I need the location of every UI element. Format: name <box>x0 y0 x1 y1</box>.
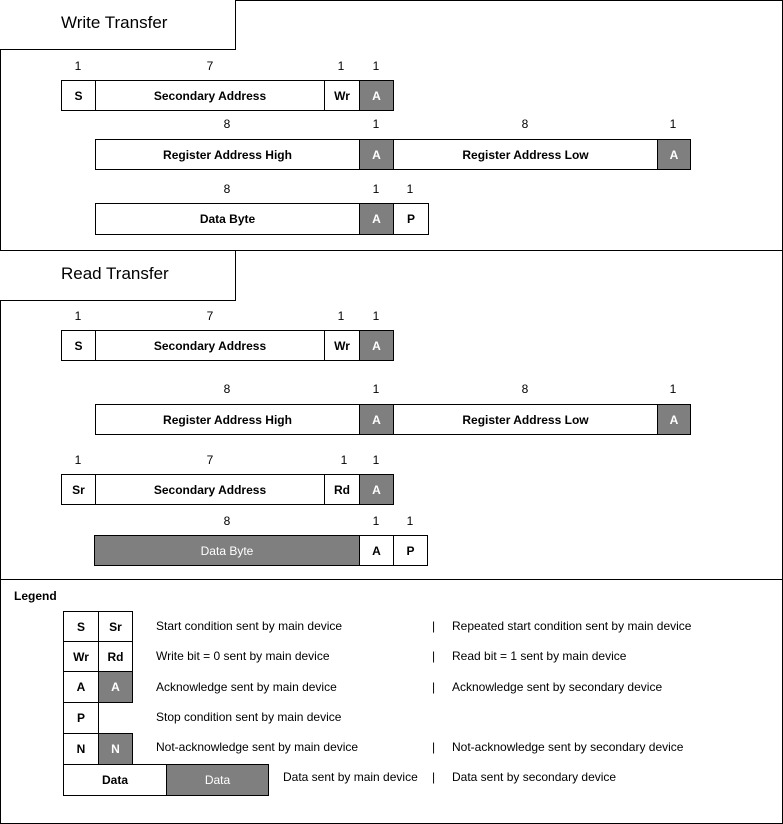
legend-read-box: Rd <box>98 641 133 672</box>
bit-count-data: 8 <box>223 182 231 196</box>
bit-count-ack: 1 <box>669 117 677 131</box>
bit-count-reg-high: 8 <box>223 117 231 131</box>
legend-data-secondary-text: Data sent by secondary device <box>452 770 617 784</box>
field-stop: P <box>393 535 428 566</box>
bit-count-wr: 1 <box>337 309 345 323</box>
legend-repeated-start-text: Repeated start condition sent by main de… <box>452 619 692 633</box>
legend-nack-main-box: N <box>63 733 99 765</box>
bit-count-address: 7 <box>206 59 214 73</box>
field-ack-secondary: A <box>359 330 394 361</box>
bit-count-address: 7 <box>206 453 214 467</box>
field-register-address-low: Register Address Low <box>393 404 658 435</box>
bit-count-rd: 1 <box>340 453 348 467</box>
field-data-byte: Data Byte <box>95 203 360 235</box>
legend-ack-main-text: Acknowledge sent by main device <box>156 680 337 694</box>
bit-count-ack: 1 <box>372 453 380 467</box>
bit-count-sr: 1 <box>74 453 82 467</box>
field-ack-main: A <box>359 535 394 566</box>
bit-count-stop: 1 <box>406 182 414 196</box>
legend-nack-secondary-text: Not-acknowledge sent by secondary device <box>452 740 684 754</box>
field-ack-secondary: A <box>359 404 394 435</box>
bit-count-ack: 1 <box>372 182 380 196</box>
field-data-byte-secondary: Data Byte <box>94 535 360 566</box>
bit-count-reg-high: 8 <box>223 382 231 396</box>
bit-count-s: 1 <box>74 59 82 73</box>
bit-count-ack: 1 <box>669 382 677 396</box>
field-register-address-high: Register Address High <box>95 139 360 170</box>
legend-separator: | <box>432 770 436 784</box>
legend-ack-main-box: A <box>63 671 99 703</box>
field-secondary-address: Secondary Address <box>95 330 325 361</box>
field-register-address-low: Register Address Low <box>393 139 658 170</box>
field-ack-secondary: A <box>657 404 691 435</box>
bit-count-reg-low: 8 <box>521 117 529 131</box>
legend-start-text: Start condition sent by main device <box>156 619 343 633</box>
field-secondary-address: Secondary Address <box>95 474 325 505</box>
legend-ack-secondary-text: Acknowledge sent by secondary device <box>452 680 663 694</box>
field-read-bit: Rd <box>324 474 360 505</box>
bit-count-ack: 1 <box>372 117 380 131</box>
legend-nack-secondary-box: N <box>98 733 133 765</box>
bit-count-ack: 1 <box>372 514 380 528</box>
legend-data-main-box: Data <box>63 764 167 796</box>
field-write-bit: Wr <box>324 80 360 111</box>
bit-count-stop: 1 <box>406 514 414 528</box>
field-register-address-high: Register Address High <box>95 404 360 435</box>
legend-title: Legend <box>14 589 57 603</box>
write-transfer-title: Write Transfer <box>61 13 168 32</box>
legend-read-text: Read bit = 1 sent by main device <box>452 649 627 663</box>
legend-ack-secondary-box: A <box>98 671 133 703</box>
field-ack-secondary: A <box>359 474 394 505</box>
legend-stop-box: P <box>63 702 99 734</box>
legend-data-main-text: Data sent by main device <box>283 770 418 784</box>
bit-count-data: 8 <box>223 514 231 528</box>
legend-data-secondary-box: Data <box>166 764 269 796</box>
bit-count-reg-low: 8 <box>521 382 529 396</box>
legend-stop-text: Stop condition sent by main device <box>156 710 342 724</box>
field-ack-secondary: A <box>359 139 394 170</box>
legend-separator: | <box>432 649 436 663</box>
field-repeated-start: Sr <box>61 474 96 505</box>
field-write-bit: Wr <box>324 330 360 361</box>
field-stop: P <box>393 203 429 235</box>
bit-count-s: 1 <box>74 309 82 323</box>
write-transfer-tab: Write Transfer <box>0 0 236 50</box>
bit-count-ack: 1 <box>372 382 380 396</box>
read-transfer-tab: Read Transfer <box>0 251 236 301</box>
legend-separator: | <box>432 680 436 694</box>
field-secondary-address: Secondary Address <box>95 80 325 111</box>
legend-start-box: S <box>63 611 99 642</box>
field-ack-secondary: A <box>657 139 691 170</box>
legend-write-box: Wr <box>63 641 99 672</box>
field-start: S <box>61 330 96 361</box>
field-ack-secondary: A <box>359 80 394 111</box>
legend-nack-main-text: Not-acknowledge sent by main device <box>156 740 359 754</box>
legend-write-text: Write bit = 0 sent by main device <box>156 649 330 663</box>
legend-separator: | <box>432 740 436 754</box>
bit-count-address: 7 <box>206 309 214 323</box>
legend-separator: | <box>432 619 436 633</box>
field-start: S <box>61 80 96 111</box>
bit-count-wr: 1 <box>337 59 345 73</box>
read-transfer-title: Read Transfer <box>61 264 169 283</box>
field-ack-secondary: A <box>359 203 394 235</box>
legend-repeated-start-box: Sr <box>98 611 133 642</box>
bit-count-ack: 1 <box>372 309 380 323</box>
bit-count-ack: 1 <box>372 59 380 73</box>
